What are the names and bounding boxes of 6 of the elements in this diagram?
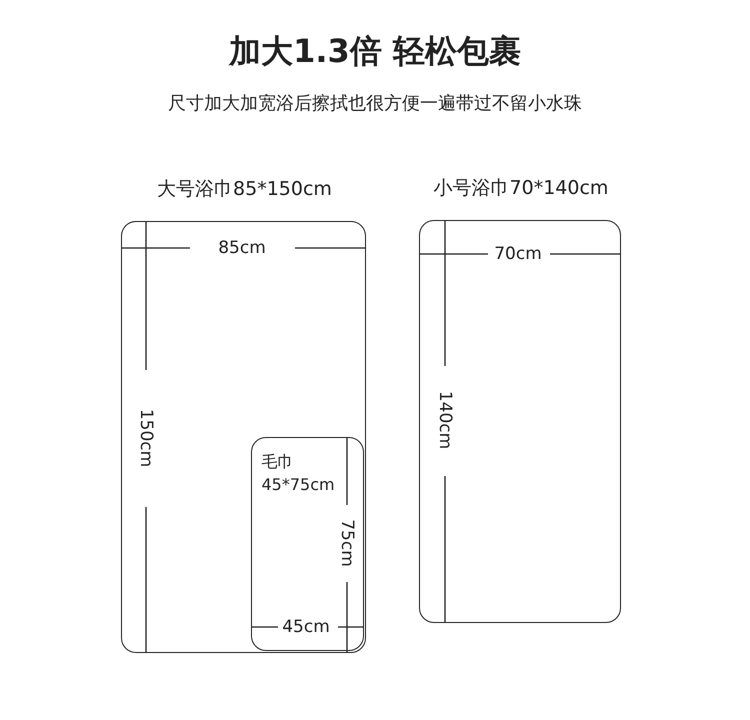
towel-label: 小号浴巾70*140cm (432, 176, 610, 200)
title: 加大1.3倍 轻松包裹 (228, 31, 522, 72)
towel-label: 毛巾 (262, 452, 294, 472)
subtitle: 尺寸加大加宽浴后擦拭也很方便一遍带过不留小水珠 (167, 92, 583, 116)
towel-label: 大号浴巾85*150cm (156, 177, 333, 201)
towel-outline (250, 436, 364, 650)
